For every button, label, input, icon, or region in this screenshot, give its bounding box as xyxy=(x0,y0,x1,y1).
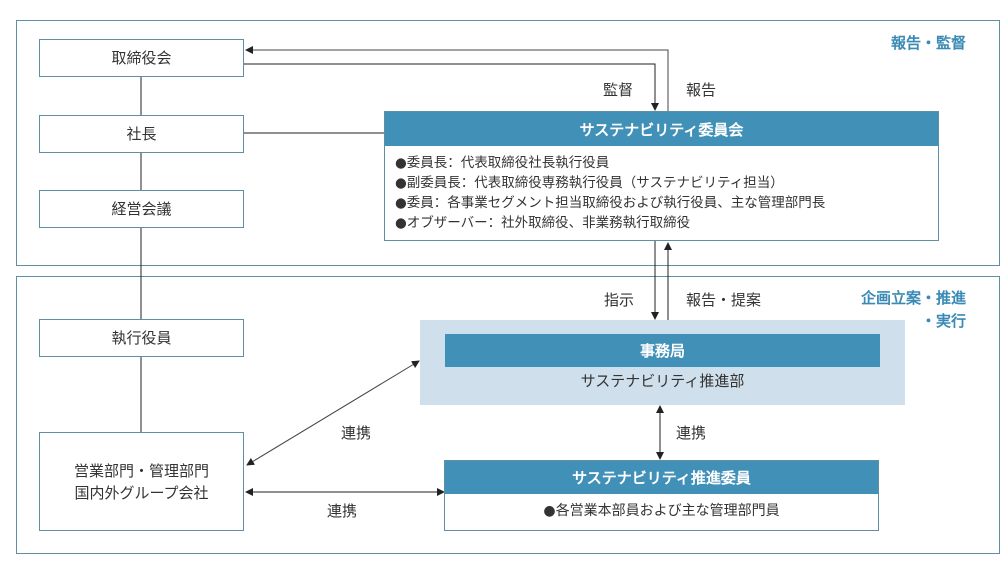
cooperation-diagonal-label: 連携 xyxy=(341,424,372,442)
execution-panel-label-line1: 企画立案・推進 xyxy=(860,289,966,307)
report-label: 報告 xyxy=(686,81,717,99)
sustainability-committee-box: サステナビリティ委員会 ●委員長：代表取締役社長執行役員 ●副委員長：代表取締役… xyxy=(384,111,939,241)
report-arrow xyxy=(245,46,669,111)
cooperation-diagonal-arrow xyxy=(246,360,420,466)
promotion-members-box: サステナビリティ推進委員 ●各営業本部員および主な管理部門員 xyxy=(444,460,879,531)
instruction-label: 指示 xyxy=(604,291,635,309)
departments-label-line1: 営業部門・管理部門 xyxy=(73,461,209,480)
board-of-directors-box: 取締役会 xyxy=(39,39,244,77)
board-of-directors-label: 取締役会 xyxy=(111,49,172,67)
supervision-label: 監督 xyxy=(603,81,634,99)
oversight-panel-label: 報告・監督 xyxy=(890,34,966,52)
management-meeting-box: 経営会議 xyxy=(39,190,244,228)
supervision-arrow xyxy=(243,63,659,111)
sustainability-committee-title: サステナビリティ委員会 xyxy=(385,112,938,146)
departments-label-line2: 国内外グループ会社 xyxy=(74,483,209,502)
execution-panel-label-line2: ・実行 xyxy=(920,312,966,330)
committee-member-item: ●オブザーバー：社外取締役、非業務執行取締役 xyxy=(395,215,691,231)
secretariat-department: サステナビリティ推進部 xyxy=(580,372,745,390)
president-box: 社長 xyxy=(39,115,244,153)
committee-member-item: ●委員：各事業セグメント担当取締役および執行役員、主な管理部門長 xyxy=(395,195,826,211)
executive-officers-box: 執行役員 xyxy=(39,319,244,357)
executive-officers-label: 執行役員 xyxy=(111,329,172,347)
report-proposal-label: 報告・提案 xyxy=(686,291,762,309)
departments-box: 営業部門・管理部門 国内外グループ会社 xyxy=(39,432,244,531)
cooperation-horizontal-label: 連携 xyxy=(327,502,358,520)
president-label: 社長 xyxy=(126,125,157,143)
promotion-members-title: サステナビリティ推進委員 xyxy=(445,461,878,494)
secretariat-box: 事務局 サステナビリティ推進部 xyxy=(420,320,905,405)
cooperation-vertical-label: 連携 xyxy=(676,424,707,442)
committee-member-item: ●副委員長：代表取締役専務執行役員（サステナビリティ担当） xyxy=(395,175,784,191)
committee-member-item: ●委員長：代表取締役社長執行役員 xyxy=(395,155,610,171)
secretariat-title: 事務局 xyxy=(445,334,880,367)
promotion-members-description: ●各営業本部員および主な管理部門員 xyxy=(543,503,780,519)
committee-member-list: ●委員長：代表取締役社長執行役員 ●副委員長：代表取締役専務執行役員（サステナビ… xyxy=(385,146,938,233)
management-meeting-label: 経営会議 xyxy=(111,200,172,218)
